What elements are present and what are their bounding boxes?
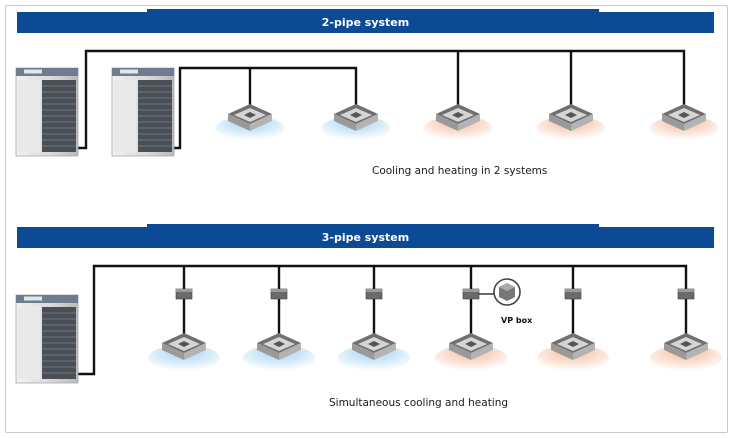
vp-box (365, 288, 383, 300)
vp-box-callout-icon (493, 278, 521, 306)
vp-box-label: VP box (501, 316, 533, 325)
two-pipe-banner: 2-pipe system (17, 9, 714, 33)
outdoor-unit-3 (15, 294, 79, 384)
outdoor-unit-2 (111, 67, 175, 157)
two-pipe-caption: Cooling and heating in 2 systems (372, 165, 548, 177)
three-pipe-title: 3-pipe system (321, 231, 410, 244)
three-pipe-refrigerant-lines (76, 264, 688, 376)
three-pipe-banner: 3-pipe system (17, 224, 714, 248)
vp-box (564, 288, 582, 300)
vp-box (462, 288, 480, 300)
two-pipe-title: 2-pipe system (321, 16, 410, 29)
vp-box (175, 288, 193, 300)
two-pipe-refrigerant-lines (76, 49, 686, 150)
vp-box (677, 288, 695, 300)
outdoor-unit-1 (15, 67, 79, 157)
three-pipe-caption: Simultaneous cooling and heating (329, 397, 509, 409)
vp-box (270, 288, 288, 300)
